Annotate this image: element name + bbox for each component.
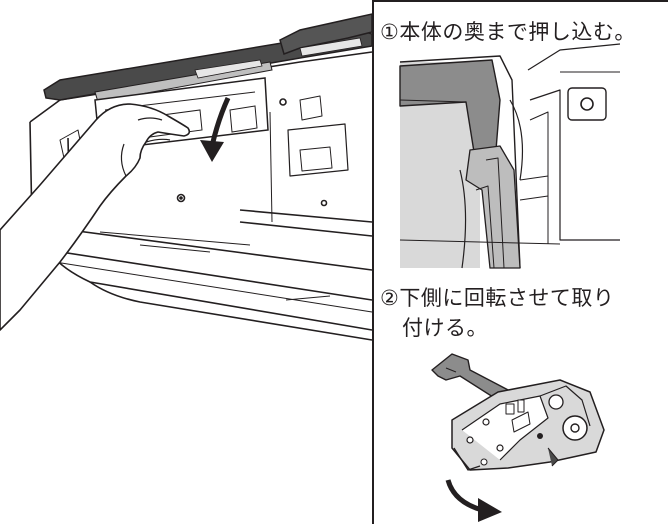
detail-view-step1 bbox=[399, 43, 621, 269]
step-1-instruction: ①本体の奥まで押し込む。 bbox=[380, 20, 636, 44]
step-2-instruction: ②下側に回転させて取り bbox=[380, 286, 615, 310]
curved-arrow-right-icon bbox=[445, 479, 502, 522]
curved-arrow-down-icon bbox=[200, 96, 231, 162]
cassette-part-illustration bbox=[431, 353, 605, 471]
step-2-instruction-continued: 付ける。 bbox=[402, 316, 488, 340]
hand bbox=[0, 103, 191, 331]
filter-frame bbox=[43, 13, 373, 103]
